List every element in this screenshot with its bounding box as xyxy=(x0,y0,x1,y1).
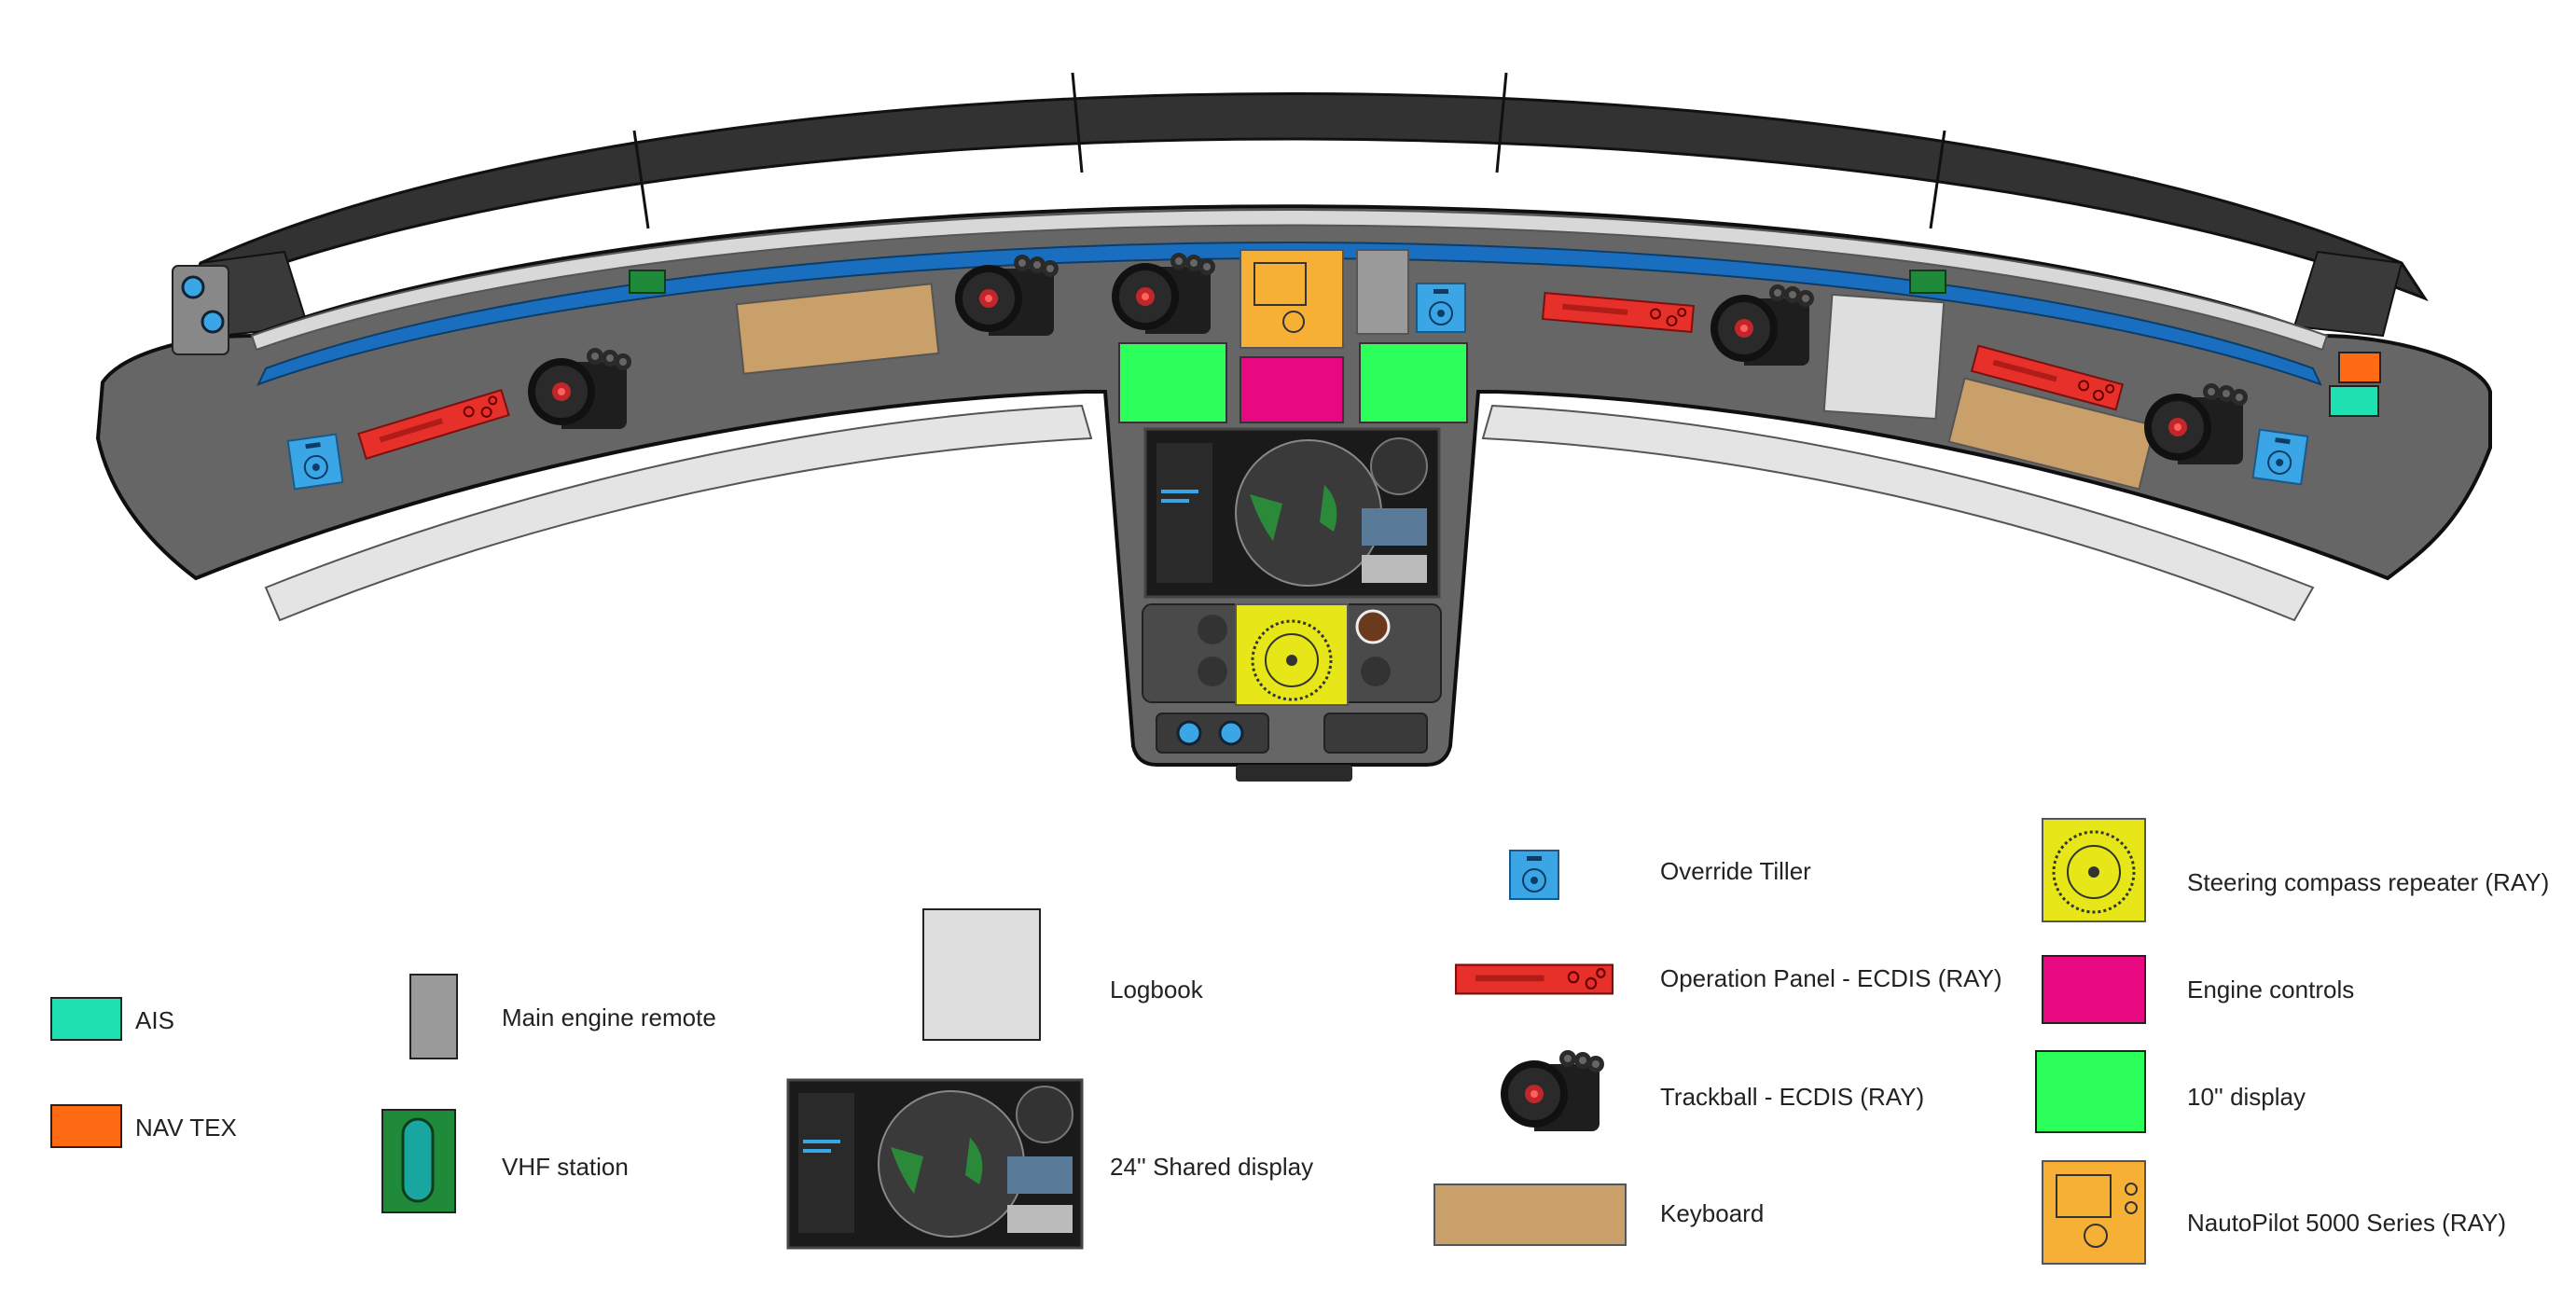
right-handrail xyxy=(1481,404,2315,622)
vhf-station-icon xyxy=(381,1109,456,1213)
legend-label-vhf: VHF station xyxy=(502,1153,629,1181)
vhf-station-left xyxy=(629,270,666,294)
legend-label-engine-controls: Engine controls xyxy=(2187,976,2354,1003)
legend-label-trackball: Trackball - ECDIS (RAY) xyxy=(1660,1083,1924,1111)
legend-label-ais: AIS xyxy=(135,1006,174,1034)
legend-label-keyboard: Keyboard xyxy=(1660,1199,1764,1227)
console-back-panel xyxy=(184,92,2429,302)
legend-label-logbook: Logbook xyxy=(1110,976,1204,1003)
override-tiller-center xyxy=(1416,283,1466,333)
legend: AIS NAV TEX Main engine remote VHF stati… xyxy=(50,818,2549,1265)
display-10-swatch xyxy=(2035,1050,2146,1133)
shared-display-console xyxy=(1143,427,1441,599)
display-10-right xyxy=(1359,342,1468,423)
console-light-strip xyxy=(250,209,2329,352)
ais-unit xyxy=(2329,385,2379,417)
display-10-left xyxy=(1118,342,1227,423)
engine-remote-swatch xyxy=(409,974,458,1059)
console-blue-strip xyxy=(256,242,2322,386)
logbook xyxy=(1822,293,1946,421)
left-handrail xyxy=(264,404,1093,622)
keyboard-left xyxy=(735,283,940,375)
ais-swatch xyxy=(50,997,122,1041)
legend-label-compass: Steering compass repeater (RAY) xyxy=(2187,868,2549,896)
nautopilot-unit xyxy=(1240,249,1344,349)
keyboard-swatch xyxy=(1433,1183,1627,1246)
override-tiller-left xyxy=(286,433,344,491)
nautopilot-icon xyxy=(2042,1160,2146,1265)
navtex-swatch xyxy=(50,1104,122,1148)
engine-controls-swatch xyxy=(2042,955,2146,1024)
navtex-unit xyxy=(2338,352,2381,383)
legend-label-engine-remote: Main engine remote xyxy=(502,1003,716,1031)
override-tiller-icon xyxy=(1509,850,1559,900)
console-foot xyxy=(1236,765,1352,782)
legend-label-display-10: 10'' display xyxy=(2187,1083,2306,1111)
trackball-icon xyxy=(1501,1050,1604,1131)
bridge-console xyxy=(95,72,2492,782)
operation-panel-icon xyxy=(1454,963,1614,995)
compass-repeater-console xyxy=(1235,603,1349,706)
legend-label-operation-panel: Operation Panel - ECDIS (RAY) xyxy=(1660,964,2002,992)
cup-holder xyxy=(1355,609,1391,644)
legend-label-navtex: NAV TEX xyxy=(135,1114,237,1142)
shared-display-icon xyxy=(786,1078,1084,1250)
legend-label-override-tiller: Override Tiller xyxy=(1660,857,1811,885)
engine-controls xyxy=(1240,356,1344,423)
override-tiller-right xyxy=(2251,428,2309,486)
main-engine-remote xyxy=(1356,249,1409,335)
compass-repeater-icon xyxy=(2042,818,2146,922)
legend-label-shared-display: 24'' Shared display xyxy=(1110,1153,1313,1181)
legend-label-nautopilot: NautoPilot 5000 Series (RAY) xyxy=(2187,1209,2506,1237)
vhf-station-right xyxy=(1909,270,1946,294)
keyboard-right xyxy=(1947,377,2156,491)
logbook-swatch xyxy=(922,908,1041,1041)
